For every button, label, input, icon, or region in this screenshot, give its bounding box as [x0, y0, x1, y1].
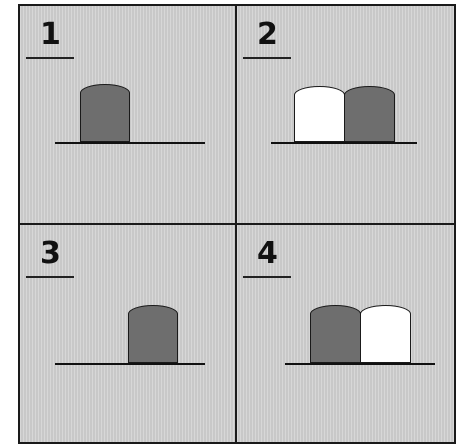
panel-1: 1 — [18, 4, 237, 225]
dark-block — [80, 84, 130, 142]
ground-line — [55, 363, 205, 365]
light-block — [360, 305, 411, 363]
four-panel-diagram: 1 2 3 4 — [18, 4, 456, 444]
number-underline — [26, 57, 74, 59]
dark-block — [344, 86, 395, 142]
ground-line — [271, 142, 417, 144]
panel-number: 4 — [257, 239, 278, 269]
panel-number: 3 — [40, 239, 61, 269]
panel-2: 2 — [235, 4, 456, 225]
panel-3: 3 — [18, 223, 237, 444]
dark-block — [128, 305, 178, 363]
number-underline — [243, 276, 291, 278]
ground-line — [285, 363, 435, 365]
number-underline — [26, 276, 74, 278]
light-block — [294, 86, 345, 142]
ground-line — [55, 142, 205, 144]
dark-block — [310, 305, 361, 363]
panel-number: 2 — [257, 20, 278, 50]
panel-4: 4 — [235, 223, 456, 444]
panel-number: 1 — [40, 20, 61, 50]
number-underline — [243, 57, 291, 59]
